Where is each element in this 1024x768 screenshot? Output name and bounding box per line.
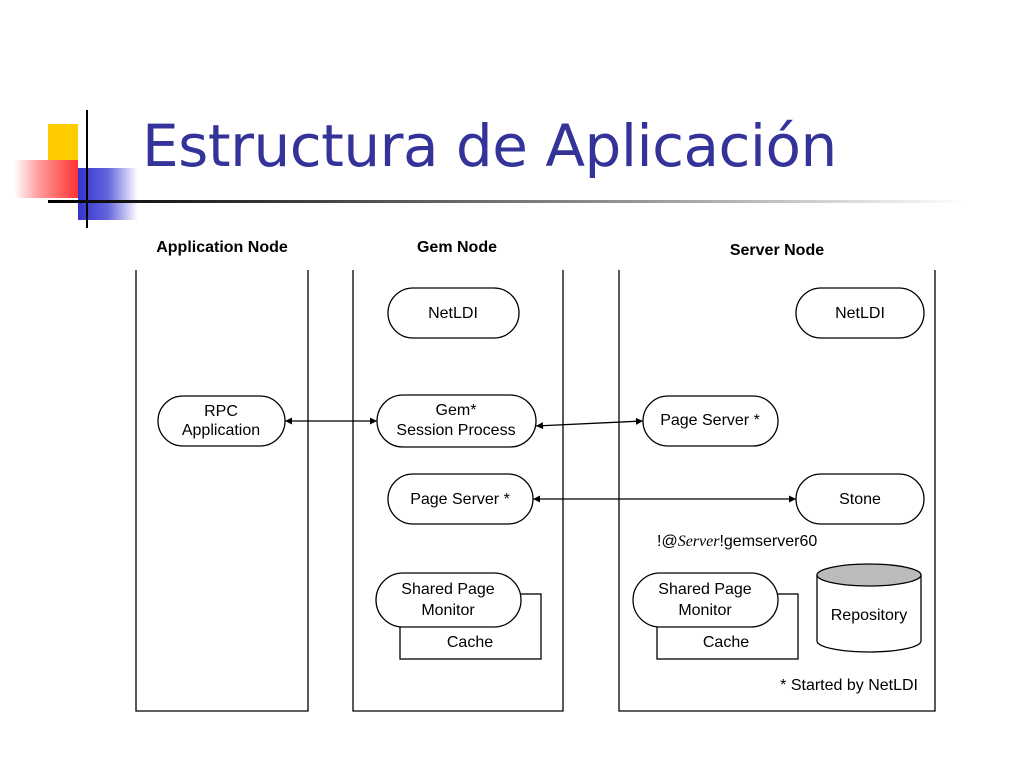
- title-decoration-blue-square: [78, 168, 138, 220]
- title-decoration-yellow-square: [48, 124, 78, 164]
- application-node-label: Application Node: [156, 239, 288, 256]
- title-underline: [48, 200, 968, 203]
- application-node-box: [135, 270, 309, 712]
- gem-to-server-page-server-connector: [535, 417, 644, 430]
- gem-shared-page-monitor-node: [375, 572, 522, 628]
- server-name-suffix: !gemserver60: [719, 533, 817, 550]
- repository-database-icon: [816, 563, 922, 653]
- server-name-label: !@Server!gemserver60: [657, 533, 817, 550]
- server-name-prefix: !@: [657, 533, 678, 550]
- server-shared-page-monitor-node: [632, 572, 779, 628]
- server-netldi-node: [795, 287, 925, 339]
- gem-session-line2: Session Process: [396, 422, 515, 439]
- server-name-italic: Server: [678, 533, 721, 550]
- server-node-label: Server Node: [730, 242, 824, 259]
- rpc-application-line1: RPC: [204, 403, 238, 420]
- gem-netldi-label: NetLDI: [428, 305, 478, 322]
- stone-label: Stone: [839, 491, 881, 508]
- title-decoration-vertical-line: [86, 110, 88, 228]
- server-netldi-label: NetLDI: [835, 305, 885, 322]
- gem-session-line1: Gem*: [436, 402, 477, 419]
- gem-cache-label: Cache: [447, 634, 493, 651]
- gem-spm-line1: Shared Page: [401, 581, 495, 598]
- gem-spm-line2: Monitor: [421, 602, 475, 619]
- gem-page-server-label: Page Server *: [410, 491, 510, 508]
- rpc-application-line2: Application: [182, 422, 260, 439]
- server-node-box: [618, 270, 936, 712]
- gem-node-label: Gem Node: [417, 239, 497, 256]
- title-decoration-red-bar: [14, 160, 78, 198]
- server-cache-label: Cache: [703, 634, 749, 651]
- gem-node-box: [352, 270, 564, 712]
- server-page-server-label: Page Server *: [660, 412, 760, 429]
- slide-title: Estructura de Aplicación: [142, 112, 837, 180]
- footnote: * Started by NetLDI: [780, 677, 918, 694]
- server-spm-line1: Shared Page: [658, 581, 752, 598]
- repository-label: Repository: [831, 607, 907, 624]
- gem-netldi-node: [387, 287, 520, 339]
- server-spm-line2: Monitor: [678, 602, 732, 619]
